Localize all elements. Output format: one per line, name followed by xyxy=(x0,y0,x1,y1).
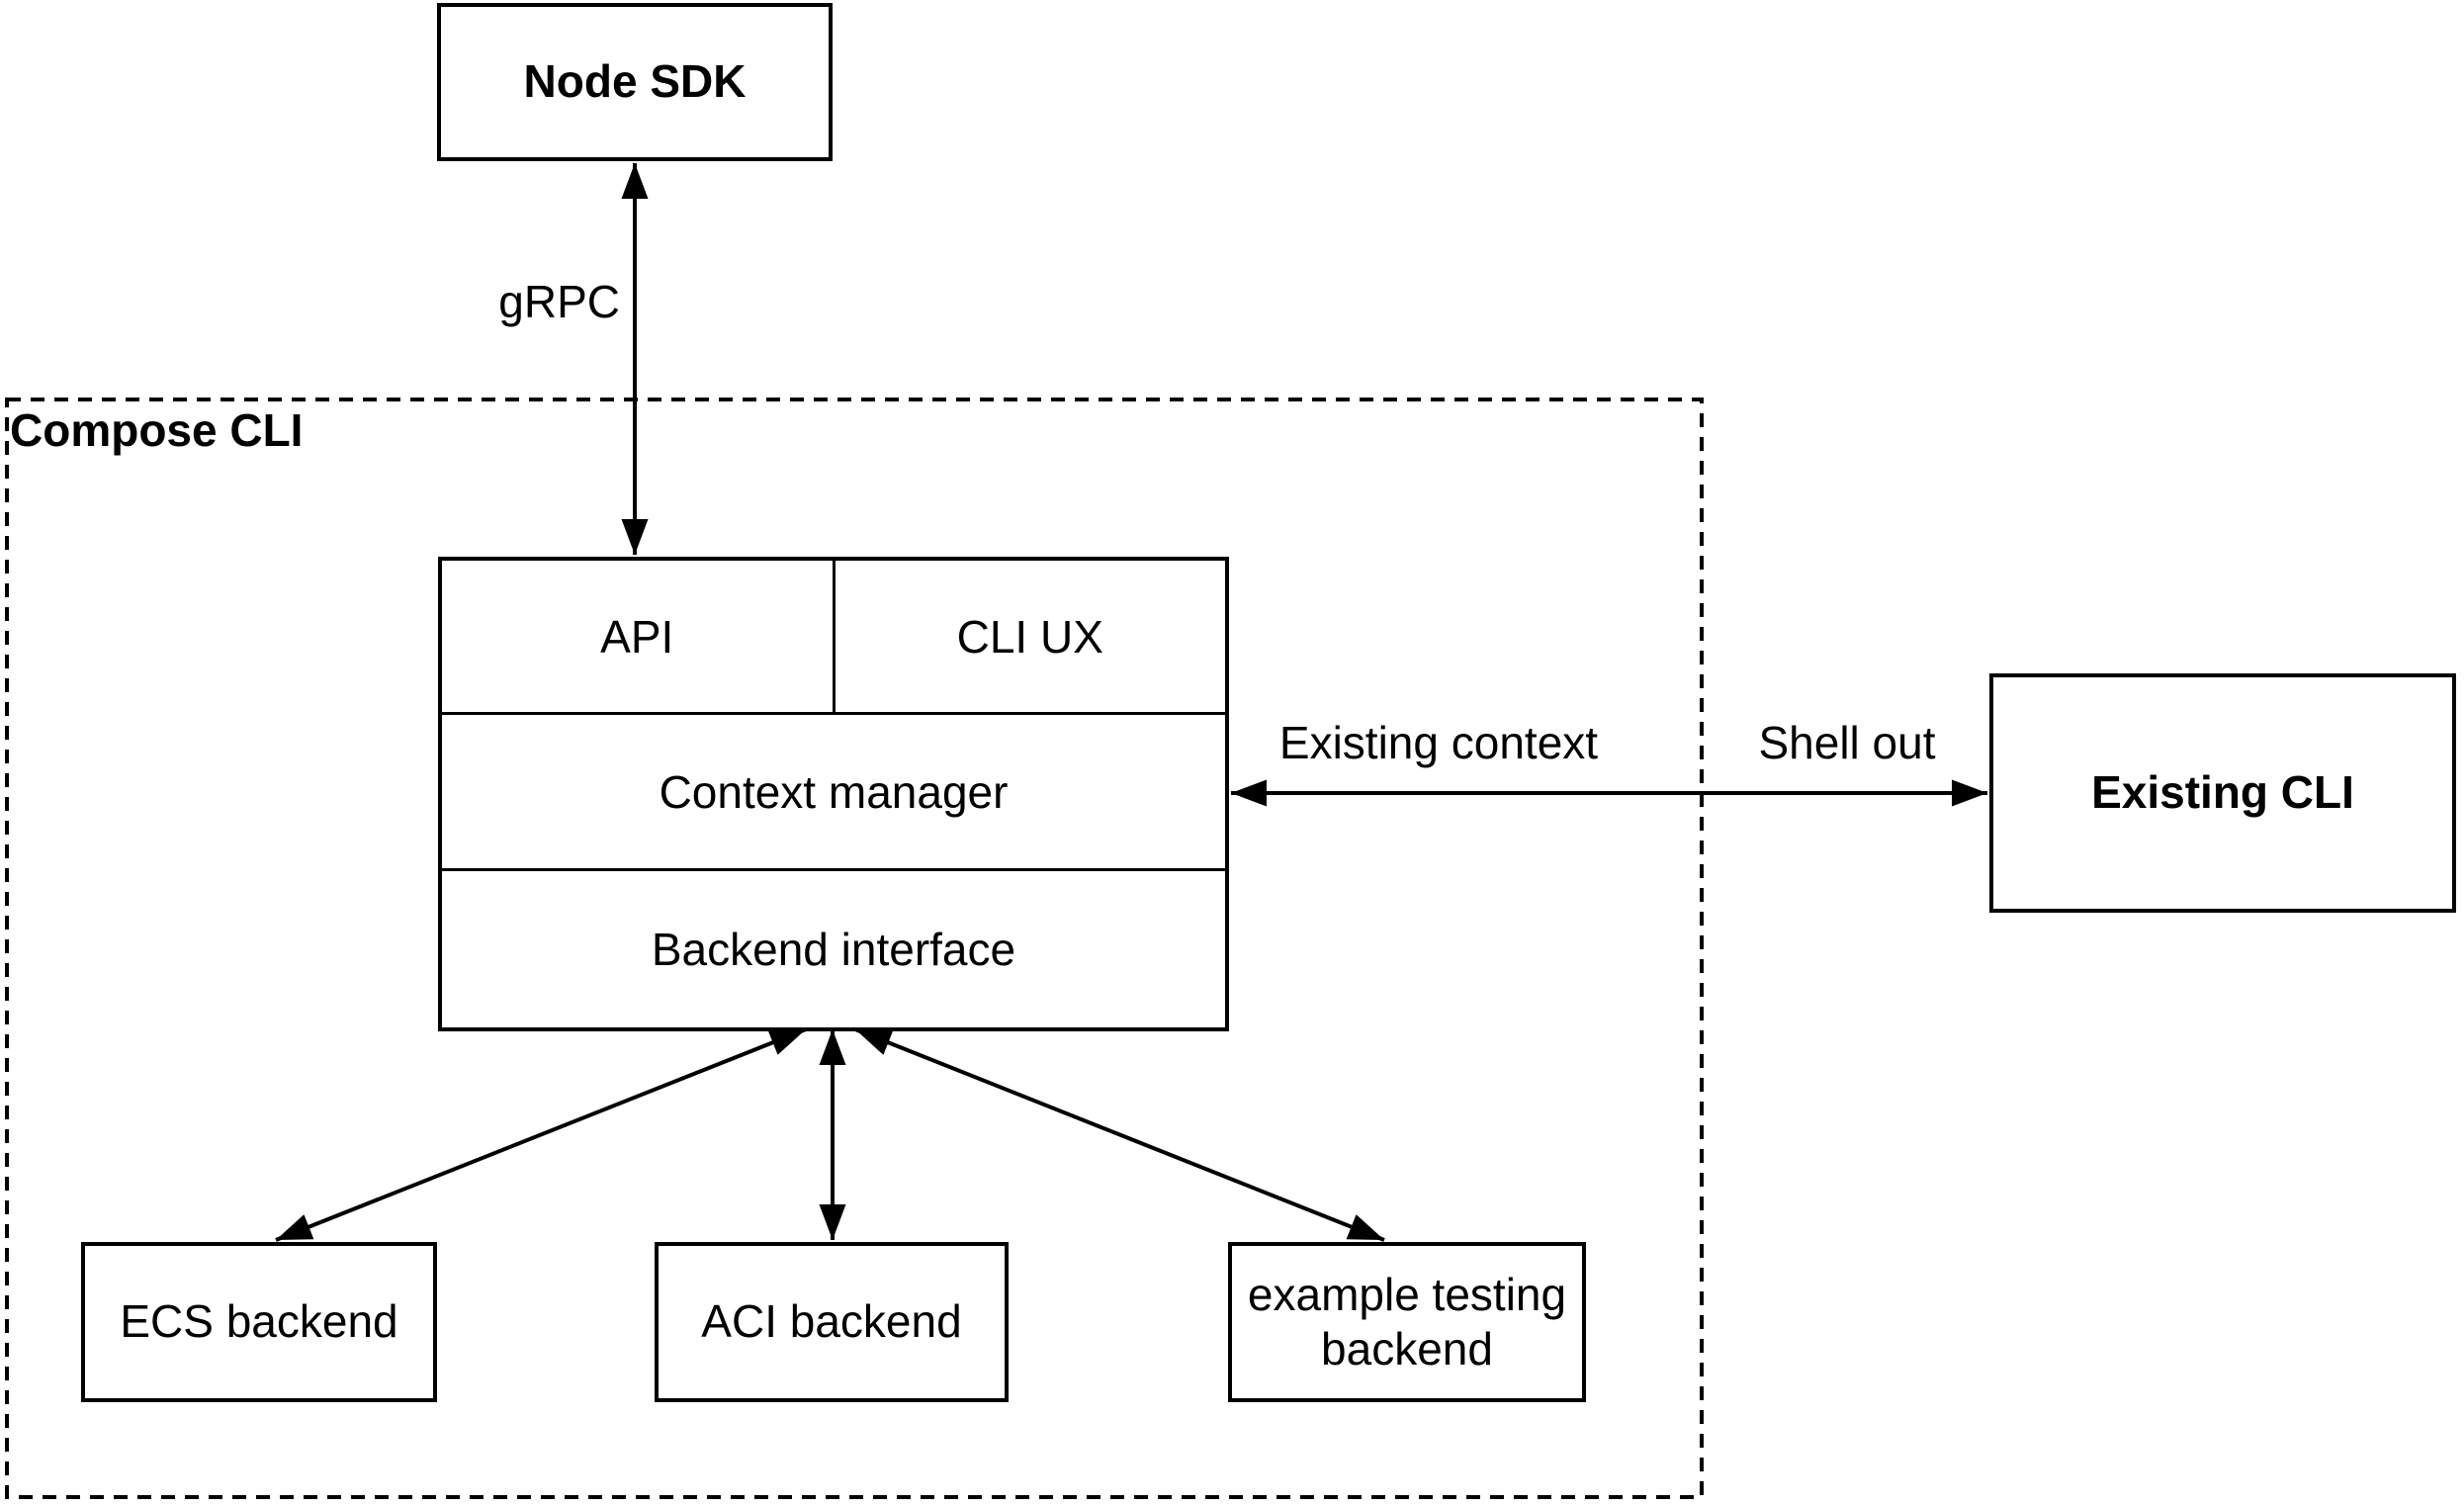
context-manager-cell: Context manager xyxy=(442,715,1225,871)
cli-ux-label: CLI UX xyxy=(956,610,1103,663)
backend-interface-cell: Backend interface xyxy=(442,871,1225,1027)
compose-cli-group-label: Compose CLI xyxy=(10,404,304,456)
api-cell: API xyxy=(442,561,836,712)
existing-cli-box: Existing CLI xyxy=(1989,673,2456,913)
compose-cli-group-border xyxy=(5,398,1704,1499)
aci-backend-label: ACI backend xyxy=(701,1295,962,1348)
context-manager-label: Context manager xyxy=(659,765,1009,818)
ecs-backend-box: ECS backend xyxy=(81,1242,437,1402)
example-testing-backend-box: example testing backend xyxy=(1228,1242,1586,1402)
shell-out-edge-label: Shell out xyxy=(1758,717,1936,768)
testing-connector xyxy=(854,1027,1385,1242)
example-testing-backend-label: example testing backend xyxy=(1247,1268,1567,1374)
compose-cli-stack-box: API CLI UX Context manager Backend inter… xyxy=(438,557,1229,1031)
stack-top-row: API CLI UX xyxy=(442,561,1225,715)
node-sdk-label: Node SDK xyxy=(523,55,747,108)
api-label: API xyxy=(600,610,674,663)
aci-backend-box: ACI backend xyxy=(655,1242,1009,1402)
grpc-edge-label: gRPC xyxy=(498,276,620,327)
existing-context-edge-label: Existing context xyxy=(1278,717,1599,768)
ecs-connector xyxy=(275,1027,807,1242)
existing-cli-label: Existing CLI xyxy=(2091,766,2354,819)
cli-ux-cell: CLI UX xyxy=(836,561,1226,712)
ecs-backend-label: ECS backend xyxy=(120,1295,398,1348)
backend-interface-label: Backend interface xyxy=(651,924,1016,975)
node-sdk-box: Node SDK xyxy=(437,3,833,161)
